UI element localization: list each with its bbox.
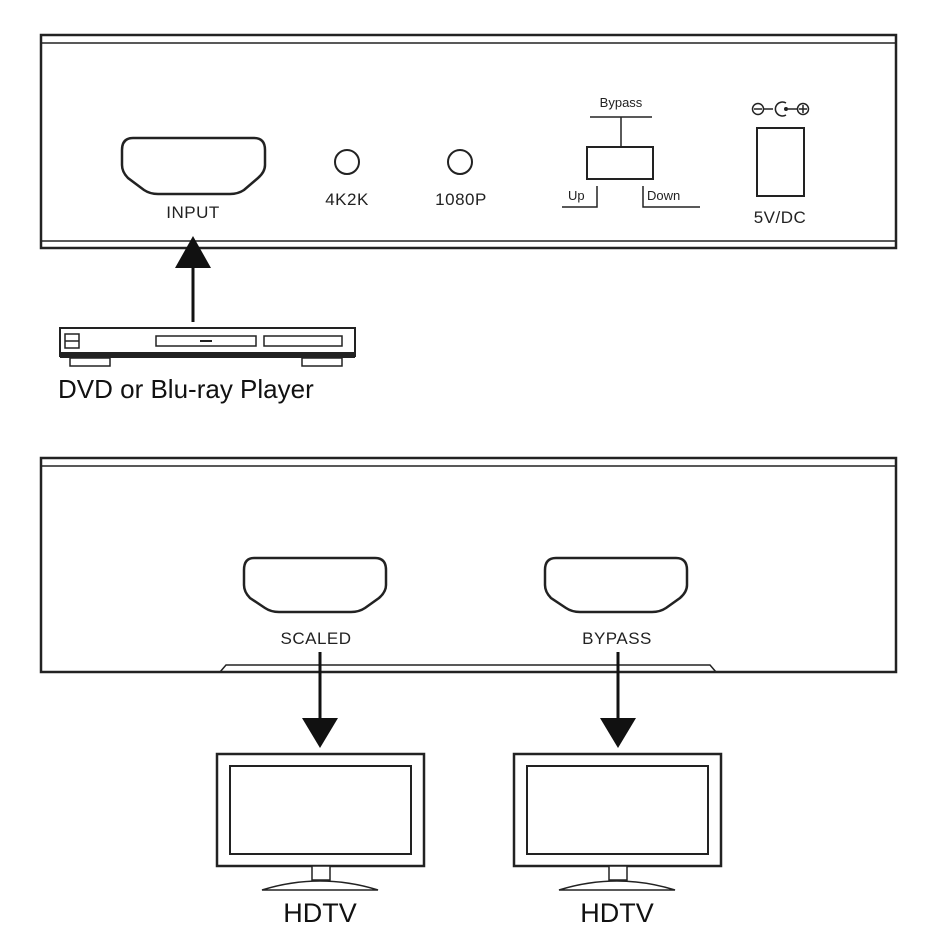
- led-1080p: [447, 149, 473, 175]
- tv-icon: [512, 752, 723, 891]
- hdmi-scaled-port: [242, 556, 388, 614]
- tv-icon: [215, 752, 426, 891]
- dvd-player-icon: [59, 327, 356, 367]
- bypass-label: BYPASS: [582, 629, 652, 648]
- dc-polarity-icon: [751, 101, 810, 117]
- rear-panel: SCALED BYPASS: [39, 456, 898, 674]
- switch-down-label: Down: [647, 188, 680, 203]
- led-4k2k: [334, 149, 360, 175]
- led-1080p-label: 1080P: [435, 190, 487, 209]
- switch-up-label: Up: [568, 188, 585, 203]
- tv-1-label: HDTV: [283, 898, 357, 928]
- led-4k2k-label: 4K2K: [325, 190, 369, 209]
- dc-power-jack: [756, 127, 805, 197]
- switch-title: Bypass: [600, 95, 643, 110]
- hdmi-input-port: [120, 136, 267, 196]
- input-label: INPUT: [166, 203, 220, 222]
- bypass-switch[interactable]: [586, 146, 654, 180]
- scaled-label: SCALED: [280, 629, 351, 648]
- hdmi-bypass-port: [543, 556, 689, 614]
- tv-2-label: HDTV: [580, 898, 654, 928]
- source-device-label: DVD or Blu-ray Player: [58, 374, 314, 404]
- power-label: 5V/DC: [754, 208, 807, 227]
- front-panel: INPUT 4K2K 1080P Bypass Up Down 5V/DC: [39, 33, 898, 250]
